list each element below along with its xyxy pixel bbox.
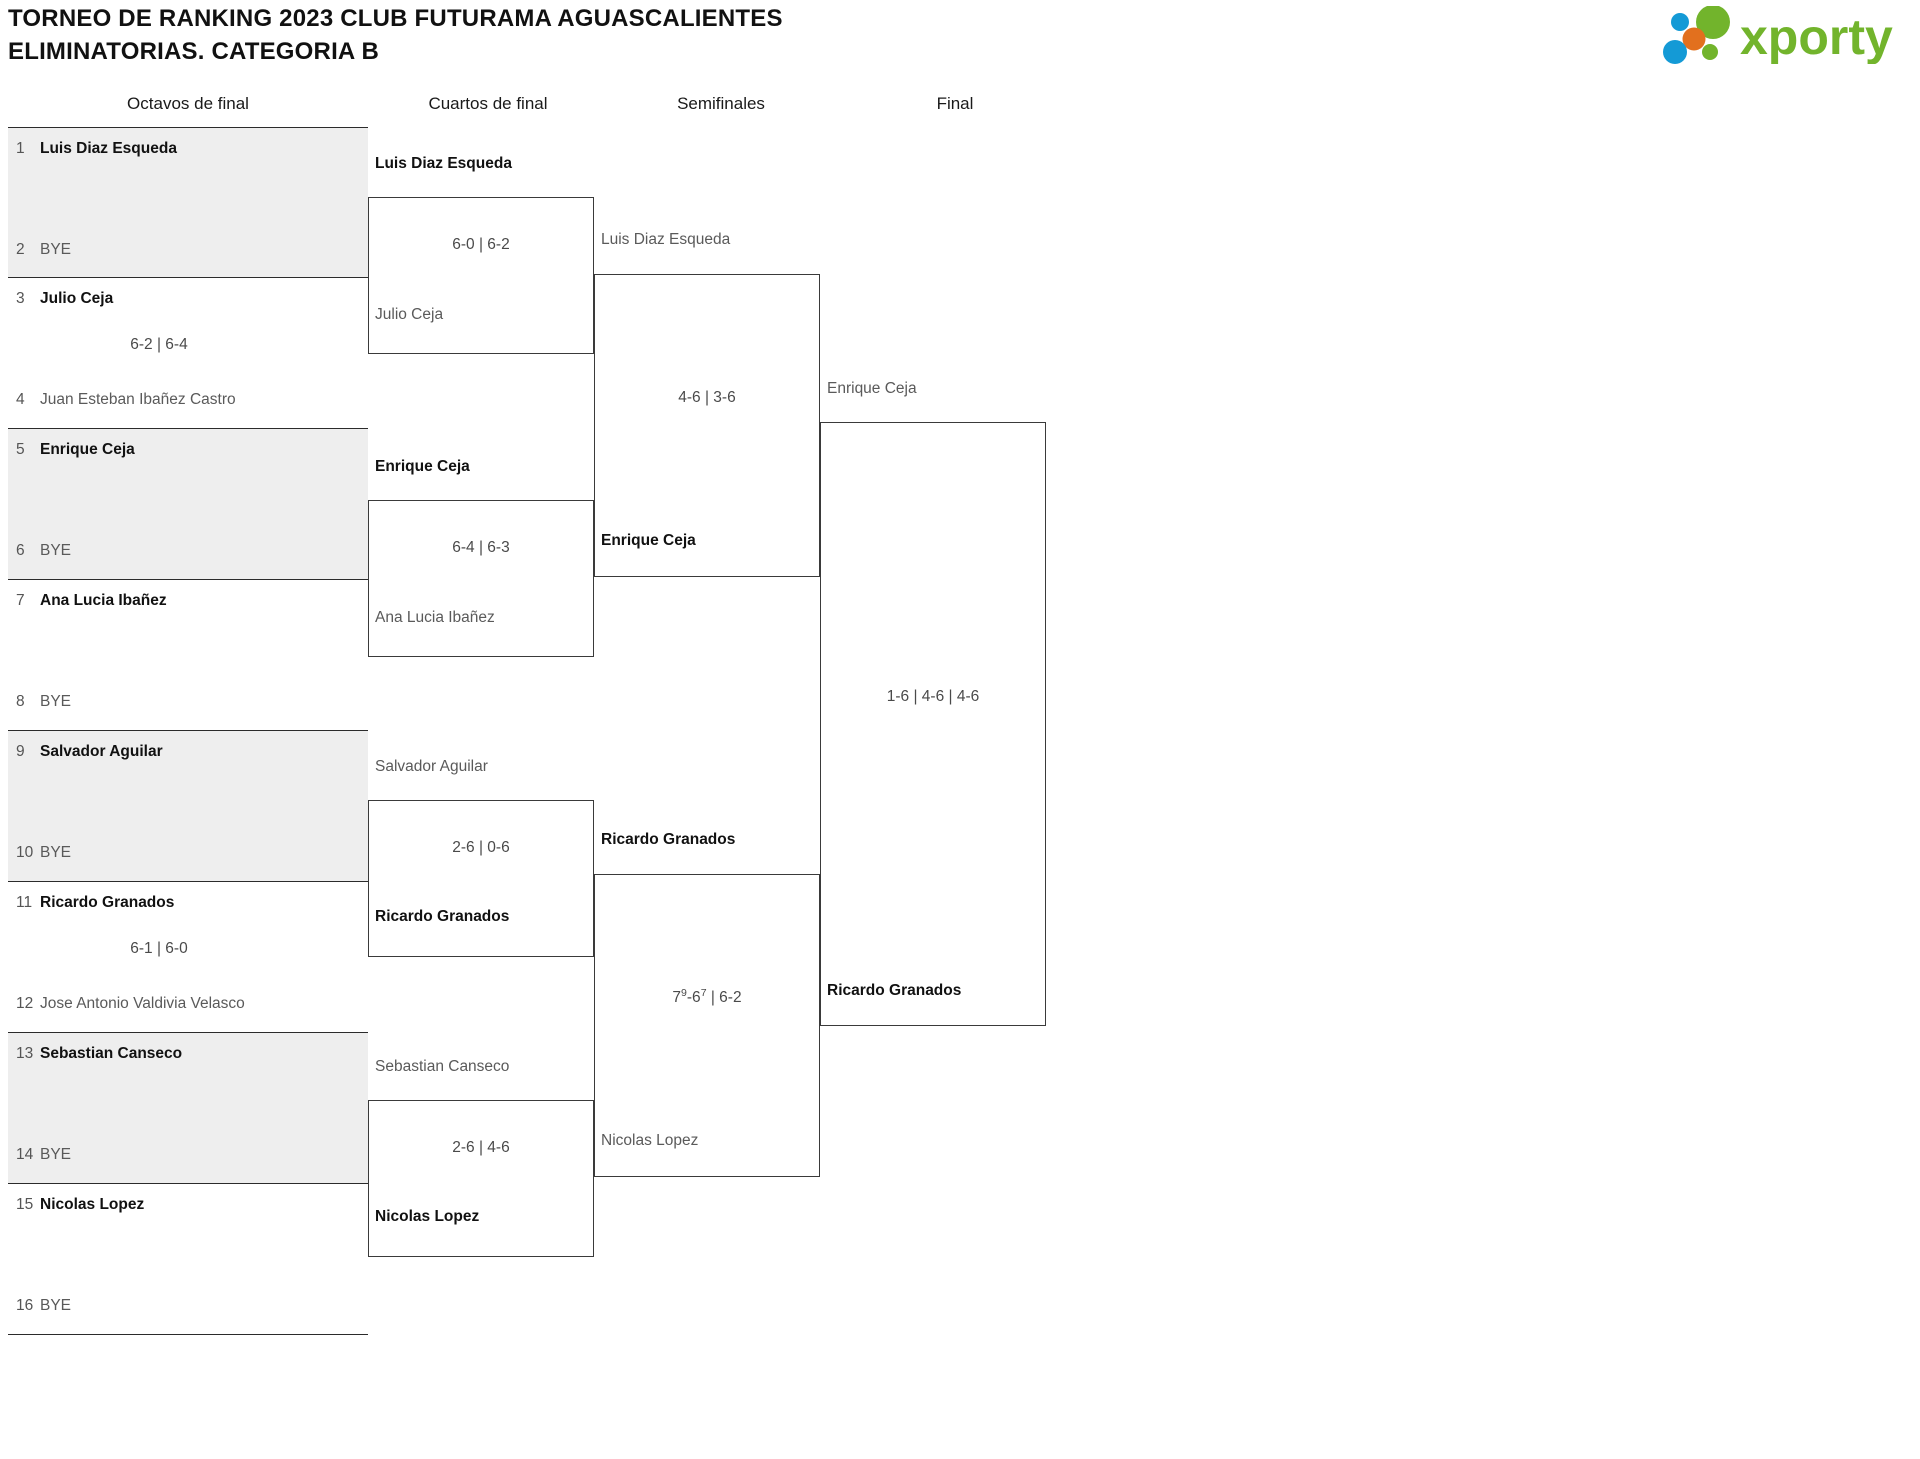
player-name: BYE xyxy=(40,241,72,258)
seed-number: 10 xyxy=(16,844,34,861)
r1-match-3[interactable]: 5 Enrique Ceja 6 BYE xyxy=(8,429,368,580)
player-name: Julio Ceja xyxy=(40,290,114,307)
player-name: Salvador Aguilar xyxy=(40,743,163,760)
r1-match-8[interactable]: 15 Nicolas Lopez 16 BYE xyxy=(8,1184,368,1335)
match-score: 79-67 | 6-2 xyxy=(672,986,742,1006)
title-line-1: TORNEO DE RANKING 2023 CLUB FUTURAMA AGU… xyxy=(8,5,783,32)
player-name: BYE xyxy=(40,844,72,861)
r3-match-1-upper-player: Luis Diaz Esqueda xyxy=(601,231,731,248)
round-header-final: Final xyxy=(936,94,974,113)
r1-match-5[interactable]: 9 Salvador Aguilar 10 BYE xyxy=(8,731,368,882)
match-score: 6-2 | 6-4 xyxy=(130,336,188,353)
r4-final-lower-player: Ricardo Granados xyxy=(827,982,962,999)
r2-match-2-box[interactable]: 6-4 | 6-3 xyxy=(368,500,594,657)
r2-match-3-lower-player: Ricardo Granados xyxy=(375,908,510,925)
player-name: Juan Esteban Ibañez Castro xyxy=(40,391,236,408)
round-header-cuartos: Cuartos de final xyxy=(428,94,548,113)
r1-match-4[interactable]: 7 Ana Lucia Ibañez 8 BYE xyxy=(8,580,368,731)
player-name: Luis Diaz Esqueda xyxy=(40,140,177,157)
seed-number: 1 xyxy=(16,140,25,157)
xporty-logo[interactable]: xporty xyxy=(1658,6,1906,64)
r4-final-upper-player: Enrique Ceja xyxy=(827,380,917,397)
player-name: Sebastian Canseco xyxy=(40,1045,183,1062)
player-name: Ricardo Granados xyxy=(40,894,175,911)
seed-number: 15 xyxy=(16,1196,34,1213)
player-name: BYE xyxy=(40,542,72,559)
r3-match-1-box[interactable]: 4-6 | 3-6 xyxy=(594,274,820,577)
r2-match-4-upper-player: Sebastian Canseco xyxy=(375,1058,510,1075)
r2-match-4-box[interactable]: 2-6 | 4-6 xyxy=(368,1100,594,1257)
seed-number: 6 xyxy=(16,542,25,559)
logo-svg: xporty xyxy=(1663,6,1893,64)
seed-number: 16 xyxy=(16,1297,34,1314)
r3-match-2-box[interactable]: 79-67 | 6-2 xyxy=(594,874,820,1177)
r2-match-2-upper-player: Enrique Ceja xyxy=(375,458,470,475)
round-header-semifinales: Semifinales xyxy=(677,94,765,113)
r2-match-3-upper-player: Salvador Aguilar xyxy=(375,758,488,775)
player-name: BYE xyxy=(40,693,72,710)
seed-number: 9 xyxy=(16,743,25,760)
match-score: 6-1 | 6-0 xyxy=(130,940,188,957)
player-name: Jose Antonio Valdivia Velasco xyxy=(40,995,245,1012)
player-name: Ana Lucia Ibañez xyxy=(40,592,167,609)
match-score: 1-6 | 4-6 | 4-6 xyxy=(886,688,980,705)
match-score: 2-6 | 4-6 xyxy=(452,1139,510,1156)
round-1-column: 1 Luis Diaz Esqueda 2 BYE 3 Julio Ceja 6… xyxy=(8,127,368,1335)
round-header-octavos: Octavos de final xyxy=(127,94,249,113)
player-name: Enrique Ceja xyxy=(40,441,135,458)
r2-match-1-lower-player: Julio Ceja xyxy=(375,306,444,323)
r1-match-2[interactable]: 3 Julio Ceja 6-2 | 6-4 4 Juan Esteban Ib… xyxy=(8,278,368,429)
title-line-2: ELIMINATORIAS. CATEGORIA B xyxy=(8,38,379,65)
seed-number: 4 xyxy=(16,391,25,408)
logo-dot-blue-large xyxy=(1663,40,1687,64)
player-name: BYE xyxy=(40,1297,72,1314)
r3-match-1-lower-player: Enrique Ceja xyxy=(601,532,696,549)
logo-dot-green-large xyxy=(1696,6,1730,39)
r2-match-2-lower-player: Ana Lucia Ibañez xyxy=(375,609,495,626)
seed-number: 2 xyxy=(16,241,25,258)
r2-match-3-box[interactable]: 2-6 | 0-6 xyxy=(368,800,594,957)
r1-match-7[interactable]: 13 Sebastian Canseco 14 BYE xyxy=(8,1033,368,1184)
r3-match-2-upper-player: Ricardo Granados xyxy=(601,831,736,848)
match-score: 6-0 | 6-2 xyxy=(452,236,510,253)
seed-number: 7 xyxy=(16,592,25,609)
match-score: 4-6 | 3-6 xyxy=(678,389,736,406)
match-score: 2-6 | 0-6 xyxy=(452,839,510,856)
r2-match-1-box[interactable]: 6-0 | 6-2 xyxy=(368,197,594,354)
player-name: Nicolas Lopez xyxy=(40,1196,145,1213)
logo-wordmark: xporty xyxy=(1740,9,1893,64)
player-name: BYE xyxy=(40,1146,72,1163)
match-score: 6-4 | 6-3 xyxy=(452,539,510,556)
seed-number: 5 xyxy=(16,441,25,458)
logo-dot-orange xyxy=(1682,27,1706,51)
seed-number: 8 xyxy=(16,693,25,710)
r1-match-6[interactable]: 11 Ricardo Granados 6-1 | 6-0 12 Jose An… xyxy=(8,882,368,1033)
logo-dot-green-small xyxy=(1702,44,1718,60)
seed-number: 11 xyxy=(16,894,33,911)
seed-number: 12 xyxy=(16,995,34,1012)
seed-number: 13 xyxy=(16,1045,34,1062)
r2-match-1-upper-player: Luis Diaz Esqueda xyxy=(375,155,512,172)
seed-number: 14 xyxy=(16,1146,34,1163)
page-title: TORNEO DE RANKING 2023 CLUB FUTURAMA AGU… xyxy=(8,2,783,68)
r2-match-4-lower-player: Nicolas Lopez xyxy=(375,1208,480,1225)
r3-match-2-lower-player: Nicolas Lopez xyxy=(601,1132,699,1149)
logo-dot-blue-small xyxy=(1671,13,1689,31)
seed-number: 3 xyxy=(16,290,25,307)
r1-match-1[interactable]: 1 Luis Diaz Esqueda 2 BYE xyxy=(8,127,368,278)
r4-final-box[interactable]: 1-6 | 4-6 | 4-6 xyxy=(820,422,1046,1026)
